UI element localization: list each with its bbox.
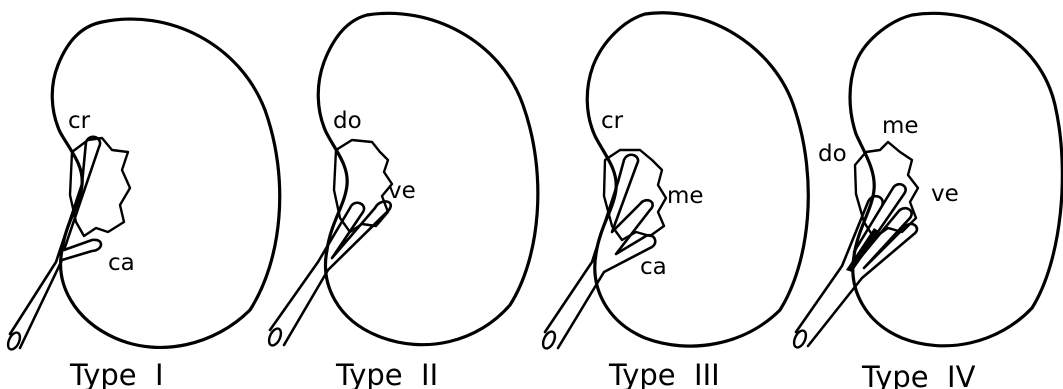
hilum-outline — [70, 138, 130, 236]
panel-type-4: me do ve Type IV — [792, 13, 1063, 389]
panel-type-2: do ve Type II — [267, 13, 538, 389]
caption-type-2: Type II — [335, 358, 438, 389]
kidney-outline — [850, 13, 1062, 346]
label-do: do — [818, 141, 847, 167]
kidney-outline — [318, 13, 538, 344]
vessel-stump — [541, 330, 558, 351]
label-ca: ca — [640, 254, 667, 280]
label-me: me — [667, 183, 704, 209]
vessel — [270, 201, 391, 345]
panel-type-3: cr me ca Type III — [541, 13, 809, 389]
label-cr: cr — [601, 108, 624, 134]
caption-type-3: Type III — [608, 358, 720, 389]
vessel — [545, 155, 655, 348]
label-cr: cr — [68, 108, 91, 134]
kidney-outline — [587, 13, 808, 346]
label-ca: ca — [108, 250, 135, 276]
panel-type-1: cr ca Type I — [6, 19, 280, 389]
caption-type-4: Type IV — [861, 360, 976, 389]
label-ve: ve — [931, 181, 959, 207]
label-me: me — [882, 113, 919, 139]
caption-type-1: Type I — [69, 358, 164, 389]
vessel — [10, 137, 101, 348]
label-ve: ve — [388, 178, 416, 204]
label-do: do — [333, 108, 362, 134]
vessel-stump — [792, 329, 809, 350]
